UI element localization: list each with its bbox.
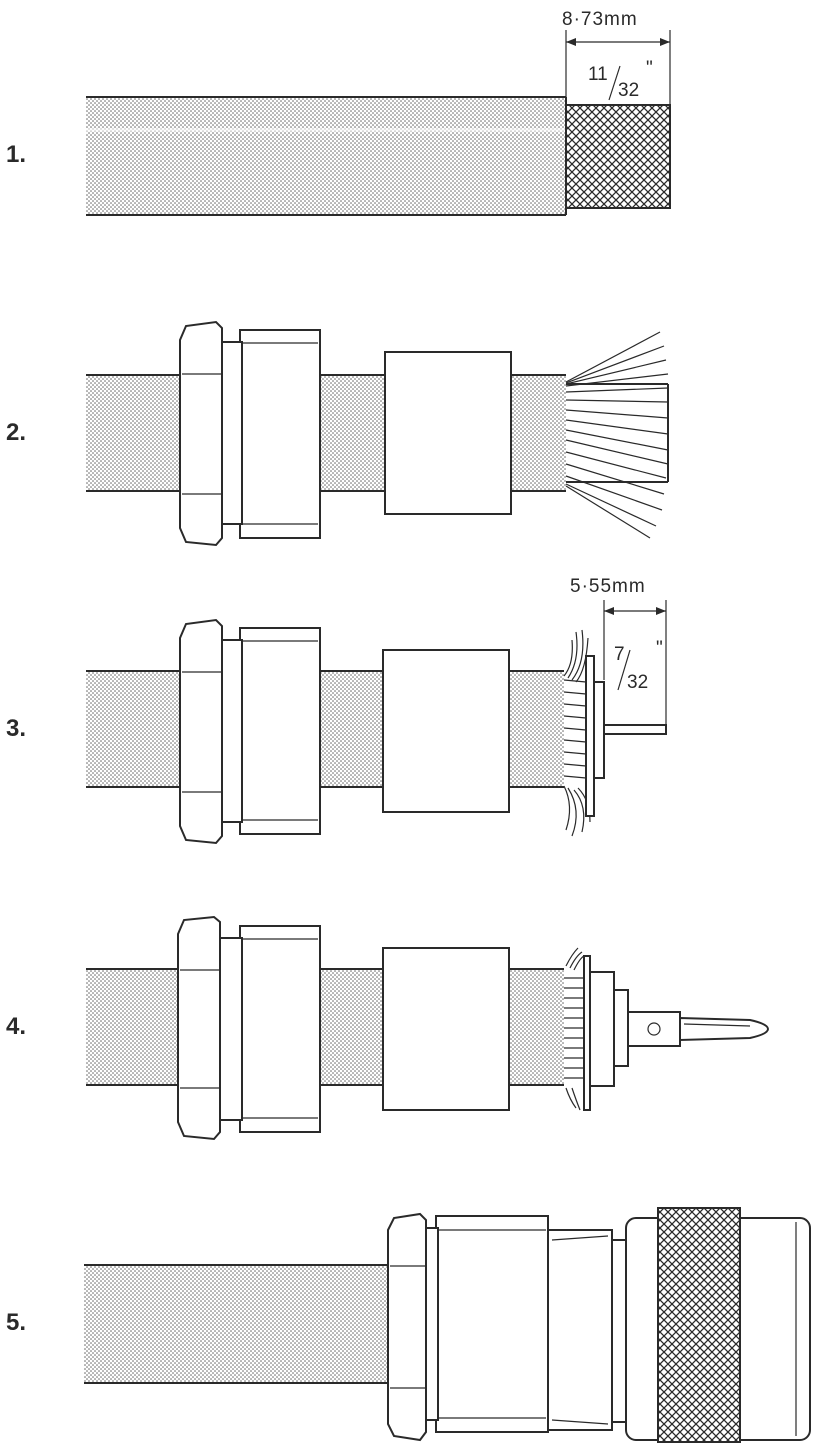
step-5: 5. <box>6 1207 811 1443</box>
threaded-body-5 <box>547 1229 613 1431</box>
dimension-inch-mark-1: " <box>646 58 653 79</box>
clamp-ring-4 <box>382 947 510 1111</box>
washer-2 <box>219 341 243 525</box>
dimension-metric-1: 8·73mm <box>562 9 638 30</box>
hex-nut-2 <box>179 320 223 547</box>
step-4: 4. <box>6 915 770 1141</box>
dimension-inch-mark-3: " <box>656 638 663 659</box>
dimension-metric-3: 5·55mm <box>570 576 646 597</box>
hex-nut-4 <box>177 915 221 1141</box>
step-number-1: 1. <box>6 141 26 168</box>
cable-jacket-1 <box>86 96 567 216</box>
step-3: 3. <box>6 576 667 845</box>
contact-body-4 <box>583 955 681 1111</box>
washer-4 <box>219 937 243 1121</box>
washer-3 <box>219 639 243 823</box>
step-number-3: 3. <box>6 715 26 742</box>
cable-jacket-5 <box>84 1264 390 1384</box>
fanned-braid-2 <box>565 331 669 539</box>
centre-pin-4 <box>679 1016 770 1042</box>
clamp-ring-2 <box>384 351 512 515</box>
hex-nut-5 <box>387 1212 427 1442</box>
gland-sleeve-2 <box>239 329 321 539</box>
step-2: 2. <box>6 320 669 547</box>
centre-conductor-3 <box>603 724 667 735</box>
dimension-5-55mm: 5·55mm 7 32 " <box>570 576 667 724</box>
assembled-connector-5 <box>387 1207 811 1443</box>
gland-sleeve-3 <box>239 627 321 835</box>
dimension-fraction-num-3: 7 <box>614 644 625 665</box>
gland-sleeve-5 <box>435 1215 549 1433</box>
insulator-washer-3 <box>585 655 605 817</box>
dimension-fraction-num-1: 11 <box>588 64 608 85</box>
knurled-grip-5 <box>657 1207 741 1443</box>
exposed-braid-1 <box>565 104 671 209</box>
clamp-ring-3 <box>382 649 510 813</box>
dimension-fraction-den-1: 32 <box>618 80 639 101</box>
gland-sleeve-4 <box>239 925 321 1133</box>
dimension-8-73mm: 8·73mm 11 32 " <box>562 9 671 104</box>
step-number-4: 4. <box>6 1013 26 1040</box>
dimension-fraction-den-3: 32 <box>627 672 648 693</box>
step-1: 1. 8·73mm 11 32 " <box>6 9 671 216</box>
folded-braid-3 <box>563 629 591 837</box>
step-number-2: 2. <box>6 419 26 446</box>
hex-nut-3 <box>179 618 223 845</box>
folded-braid-4 <box>564 947 585 1111</box>
step-number-5: 5. <box>6 1309 26 1336</box>
